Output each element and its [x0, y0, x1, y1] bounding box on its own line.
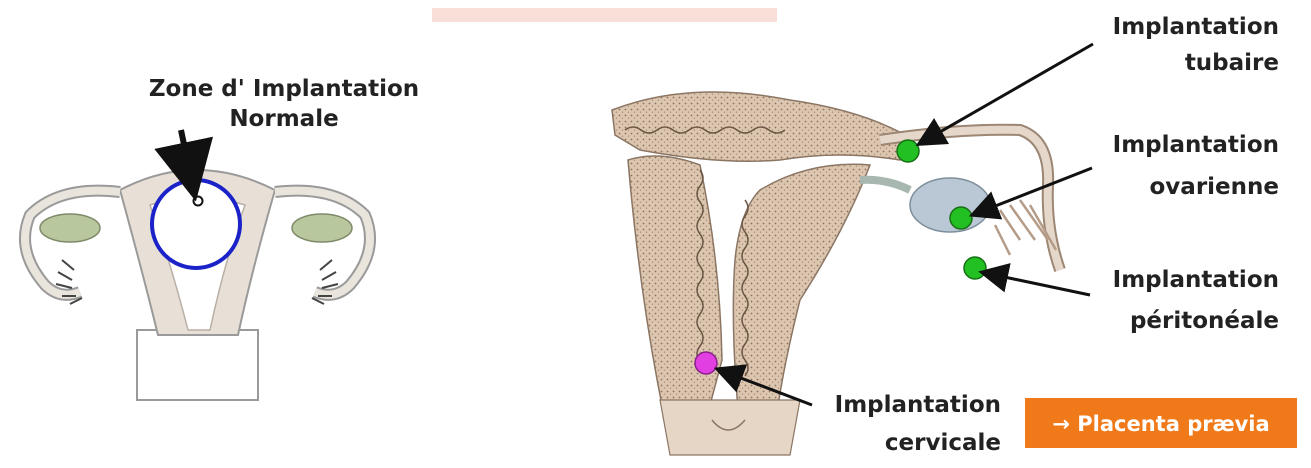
left-tube-left-inner [25, 191, 120, 295]
left-ovary-right [292, 214, 352, 242]
right-uterus-diagram: Implantation tubaire Implantation ovarie… [612, 14, 1297, 456]
tubaire-label-line2: tubaire [1185, 50, 1279, 76]
normal-zone-title-line2: Normale [229, 106, 338, 132]
uterus-right-wall [733, 164, 870, 430]
left-ovary-left [40, 214, 100, 242]
left-vagina [137, 330, 258, 400]
normal-implantation-zone-circle [152, 180, 240, 268]
placenta-praevia-text: → Placenta prævia [1052, 412, 1269, 436]
normal-zone-title-line1: Zone d' Implantation [149, 76, 419, 102]
tubaire-label-line1: Implantation [1113, 14, 1279, 40]
peritoneale-label-line2: péritonéale [1130, 308, 1279, 334]
cervicale-label-line2: cervicale [885, 430, 1001, 456]
tubal-implantation-marker [897, 140, 919, 162]
peritoneal-implantation-marker [964, 257, 986, 279]
ovarienne-label-line1: Implantation [1113, 132, 1279, 158]
ovarian-ligament [860, 180, 910, 190]
faint-header-blur [432, 8, 777, 22]
cervix-base [660, 400, 800, 455]
left-uterus-diagram: Zone d' Implantation Normale [25, 76, 419, 400]
peritoneale-label-line1: Implantation [1113, 267, 1279, 293]
ovarian-arrow [980, 168, 1092, 212]
ovary [910, 178, 990, 232]
peritoneal-arrow [990, 274, 1090, 295]
cervical-implantation-marker [695, 352, 717, 374]
ovarienne-label-line2: ovarienne [1150, 174, 1280, 200]
cervicale-label-line1: Implantation [835, 392, 1001, 418]
ovarian-implantation-marker [950, 207, 972, 229]
uterus-left-wall [628, 156, 722, 420]
